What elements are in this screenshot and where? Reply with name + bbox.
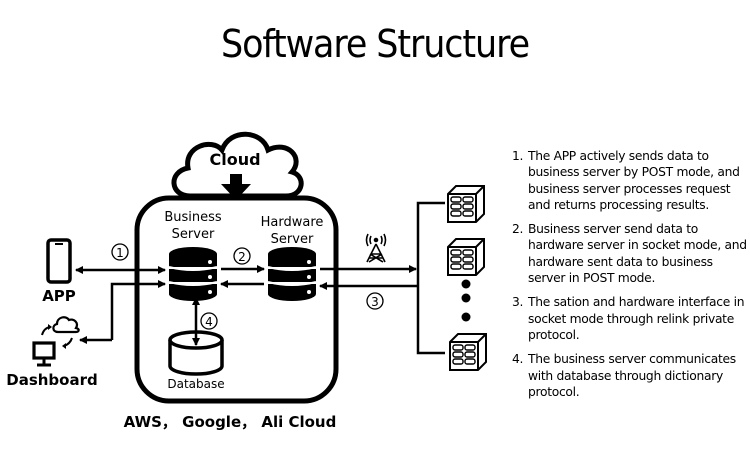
step-marker-1: 1: [111, 243, 129, 261]
cloud-container: [134, 195, 339, 404]
app-label: APP: [42, 287, 76, 305]
cloud-label: Cloud: [209, 150, 261, 169]
hardware-device-icon: [447, 185, 485, 223]
ellipsis-dot: [461, 279, 471, 289]
ellipsis-dot: [461, 293, 471, 303]
svg-text:4: 4: [205, 315, 213, 329]
step-marker-4: 4: [200, 312, 218, 330]
cloud-sync-icon: [41, 316, 80, 349]
svg-text:2: 2: [238, 250, 246, 264]
hardware-server-label-line2: Server: [270, 232, 314, 247]
antenna-tower-icon: [365, 233, 387, 263]
note-item: 1. The APP actively sends data to busines…: [512, 148, 748, 213]
note-text: The business server communicates with da…: [528, 352, 736, 399]
business-server-icon: [168, 246, 218, 302]
cloud-icon: [171, 131, 304, 199]
monitor-icon: [32, 341, 56, 367]
notes-list: 1. The APP actively sends data to busines…: [512, 148, 748, 408]
cloud-providers-label: AWS， Google， Ali Cloud: [123, 413, 337, 431]
note-text: The APP actively sends data to business …: [528, 149, 740, 212]
cloud-down-arrow: [221, 174, 251, 200]
ellipsis-dot: [461, 312, 471, 322]
dashboard-business-arrow: [110, 280, 166, 340]
note-number: 4.: [512, 352, 524, 367]
device-bus-line: [416, 201, 445, 355]
business-server-label: Business Server: [158, 209, 228, 243]
note-item: 3. The sation and hardware interface in s…: [512, 294, 748, 343]
business-server-label-line2: Server: [171, 227, 215, 242]
step-marker-3: 3: [366, 292, 384, 310]
note-text: Business server send data to hardware se…: [528, 222, 747, 286]
phone-icon: [46, 238, 72, 284]
note-number: 3.: [512, 295, 524, 310]
note-number: 1.: [512, 149, 524, 163]
business-server-label-line1: Business: [164, 210, 222, 225]
svg-text:1: 1: [116, 246, 124, 260]
note-item: 4. The business server communicates with …: [512, 351, 748, 400]
hardware-server-label: Hardware Server: [252, 214, 332, 248]
database-label: Database: [167, 377, 225, 391]
hardware-server-label-line1: Hardware: [260, 215, 324, 230]
note-number: 2.: [512, 222, 524, 237]
hardware-device-icon: [449, 333, 487, 371]
svg-text:3: 3: [371, 295, 379, 309]
hardware-server-icon: [267, 246, 317, 302]
note-item: 2. Business server send data to hardware …: [512, 221, 748, 286]
hardware-device-icon: [447, 238, 485, 276]
note-text: The sation and hardware interface in soc…: [528, 295, 745, 342]
step-marker-2: 2: [233, 247, 251, 265]
dashboard-label: Dashboard: [6, 371, 98, 389]
page-title: Software Structure: [221, 22, 530, 66]
